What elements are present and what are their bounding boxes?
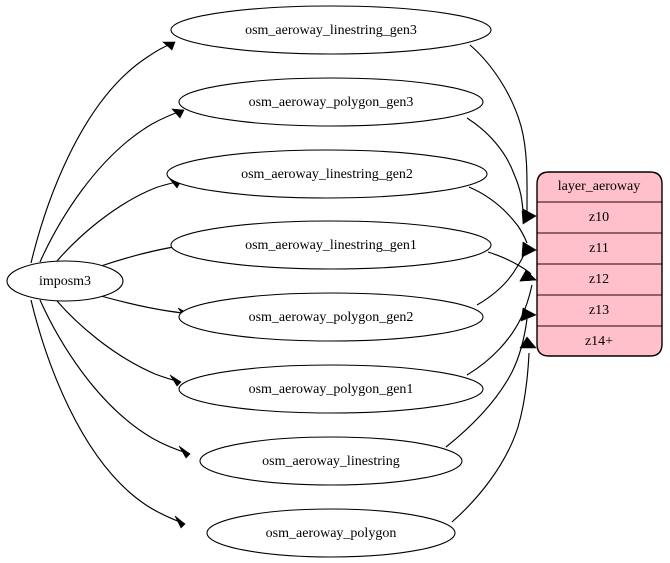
layer-aeroway-row-z12[interactable]: z12: [589, 272, 609, 287]
layer-aeroway-row-z13-label: z13: [589, 303, 609, 318]
edge-imposm3-to-osm_aeroway_polygon_gen1: [56, 300, 182, 387]
node-osm_aeroway_polygon_gen1[interactable]: osm_aeroway_polygon_gen1: [178, 364, 484, 414]
node-osm_aeroway_polygon_gen3[interactable]: osm_aeroway_polygon_gen3: [178, 77, 484, 127]
edge-imposm3-to-osm_aeroway_linestring_gen3: [30, 41, 176, 264]
edge-osm_aeroway_linestring-to-z13: [445, 307, 537, 448]
node-osm_aeroway_linestring-label: osm_aeroway_linestring: [262, 454, 400, 469]
node-osm_aeroway_linestring_gen2-label: osm_aeroway_linestring_gen2: [241, 167, 413, 182]
layer-aeroway-header-label: layer_aeroway: [558, 179, 640, 194]
layer-aeroway-row-z12-label: z12: [589, 272, 609, 287]
node-osm_aeroway_polygon_gen2-label: osm_aeroway_polygon_gen2: [249, 310, 414, 325]
edge-osm_aeroway_polygon_gen1-to-z12: [466, 270, 537, 376]
edge-group-tables-to-layer: [445, 44, 537, 523]
node-osm_aeroway_polygon_gen2[interactable]: osm_aeroway_polygon_gen2: [178, 292, 484, 342]
node-osm_aeroway_linestring[interactable]: osm_aeroway_linestring: [199, 436, 463, 486]
node-osm_aeroway_linestring_gen1[interactable]: osm_aeroway_linestring_gen1: [170, 220, 492, 270]
edge-osm_aeroway_polygon_gen2-to-z11: [476, 243, 537, 306]
node-imposm3-label: imposm3: [39, 274, 91, 289]
edge-imposm3-to-osm_aeroway_linestring: [39, 299, 191, 459]
edge-osm_aeroway_linestring_gen3-to-z10: [469, 44, 537, 223]
layer-aeroway-row-z11[interactable]: z11: [589, 241, 609, 256]
layer-aeroway-outline: [536, 171, 663, 357]
layer-aeroway-row-z13[interactable]: z13: [589, 303, 609, 318]
node-osm_aeroway_linestring_gen3[interactable]: osm_aeroway_linestring_gen3: [170, 5, 492, 55]
edge-imposm3-to-osm_aeroway_polygon: [30, 299, 186, 529]
layer-aeroway-table[interactable]: layer_aeroway z10 z11 z12 z13 z14+: [536, 171, 663, 357]
layer-aeroway-row-z14[interactable]: z14+: [585, 334, 613, 349]
layer-aeroway-row-z10[interactable]: z10: [589, 210, 609, 225]
edge-imposm3-to-osm_aeroway_polygon_gen3: [39, 108, 185, 263]
node-osm_aeroway_polygon_gen1-label: osm_aeroway_polygon_gen1: [249, 382, 414, 397]
layer-aeroway-row-z11-label: z11: [589, 241, 609, 256]
node-osm_aeroway_polygon[interactable]: osm_aeroway_polygon: [206, 508, 456, 558]
node-osm_aeroway_linestring_gen1-label: osm_aeroway_linestring_gen1: [245, 238, 417, 253]
node-osm_aeroway_linestring_gen3-label: osm_aeroway_linestring_gen3: [245, 23, 417, 38]
edge-imposm3-to-osm_aeroway_polygon_gen2: [100, 295, 191, 320]
node-osm_aeroway_linestring_gen2[interactable]: osm_aeroway_linestring_gen2: [166, 149, 488, 199]
layer-aeroway-row-z14-label: z14+: [585, 334, 613, 349]
layer-aeroway-row-z10-label: z10: [589, 210, 609, 225]
edge-osm_aeroway_polygon-to-z14: [451, 336, 537, 523]
layer-aeroway-header-row: layer_aeroway: [558, 179, 640, 194]
node-osm_aeroway_polygon_gen3-label: osm_aeroway_polygon_gen3: [249, 95, 414, 110]
node-osm_aeroway_polygon-label: osm_aeroway_polygon: [266, 526, 397, 541]
edge-osm_aeroway_polygon_gen3-to-z10: [466, 117, 537, 225]
node-imposm3[interactable]: imposm3: [6, 260, 124, 302]
